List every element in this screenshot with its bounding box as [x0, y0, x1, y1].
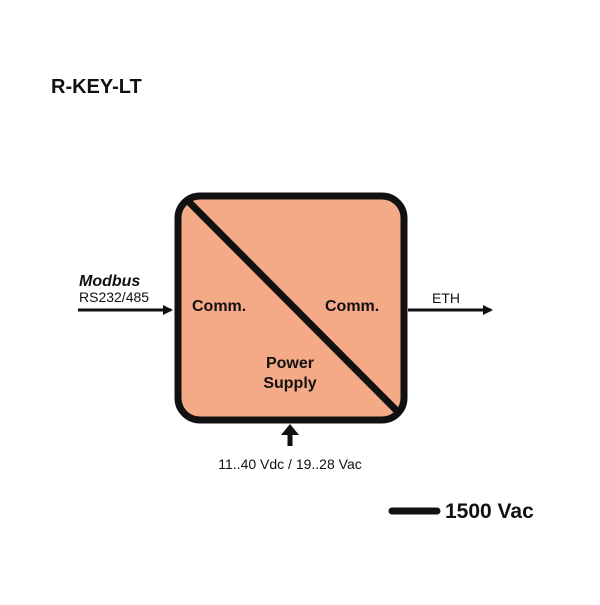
comm-left-label: Comm.: [192, 298, 246, 315]
input-interface-label: RS232/485: [79, 289, 149, 305]
product-title: R-KEY-LT: [51, 76, 142, 98]
power-label-line1: Power: [266, 355, 314, 372]
power-input-label: 11..40 Vdc / 19..28 Vac: [218, 456, 361, 472]
comm-right-label: Comm.: [325, 298, 379, 315]
isolation-legend-label: 1500 Vac: [445, 500, 534, 523]
isolation-diagonal: [186, 199, 400, 414]
output-label: ETH: [432, 290, 460, 306]
modbus-logo: Modbus: [79, 273, 140, 290]
power-label-line2: Supply: [263, 375, 316, 392]
power-arrow-head: [281, 424, 299, 435]
